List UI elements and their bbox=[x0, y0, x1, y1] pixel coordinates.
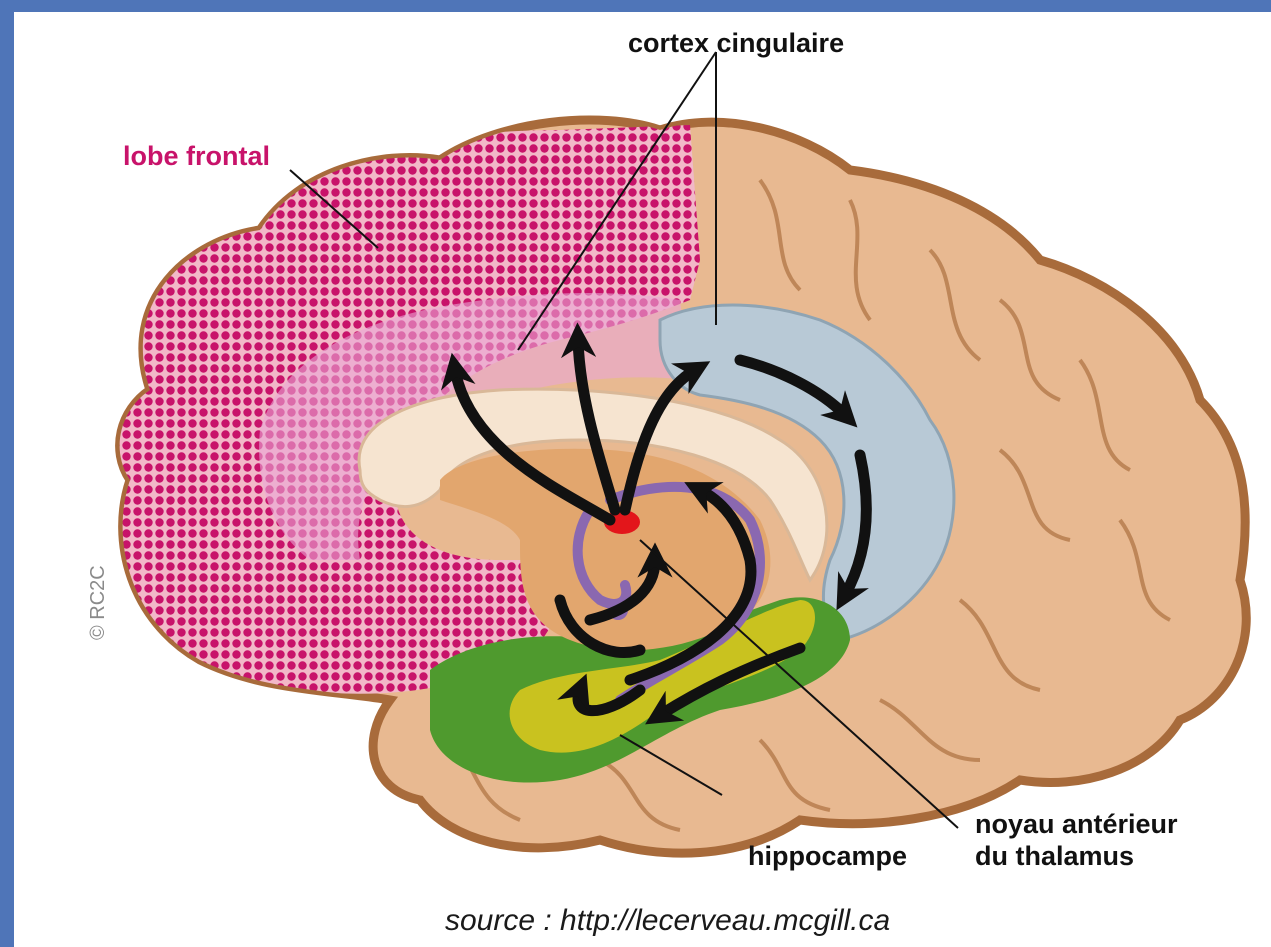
label-hippocampe: hippocampe bbox=[748, 841, 907, 871]
copyright-text: © RC2C bbox=[87, 565, 109, 640]
label-lobe-frontal: lobe frontal bbox=[123, 141, 270, 171]
label-noyau-line2: du thalamus bbox=[975, 841, 1134, 871]
label-noyau-line1: noyau antérieur bbox=[975, 809, 1178, 839]
source-text: source : http://lecerveau.mcgill.ca bbox=[445, 904, 890, 937]
label-cortex-cingulaire: cortex cingulaire bbox=[628, 28, 844, 58]
